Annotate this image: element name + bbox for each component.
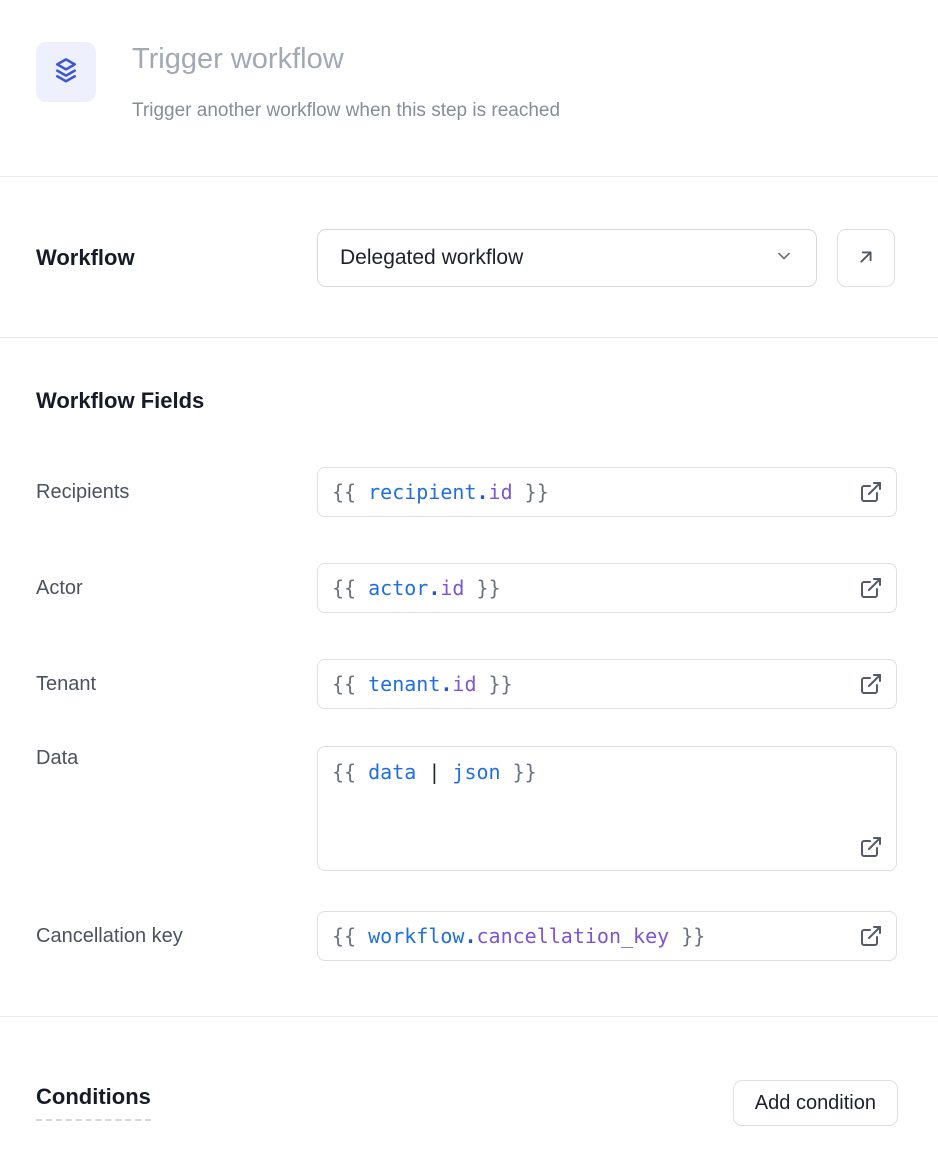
tenant-template-input[interactable]: {{ tenant.id }}	[317, 659, 897, 709]
workflow-select-section: Workflow Delegated workflow	[0, 177, 938, 338]
field-label: Tenant	[36, 673, 96, 695]
workflow-fields-heading: Workflow Fields	[36, 386, 897, 416]
field-label: Cancellation key	[36, 925, 183, 947]
external-link-icon[interactable]	[859, 672, 883, 696]
page-subtitle: Trigger another workflow when this step …	[132, 98, 560, 124]
code-token: tenant	[368, 672, 440, 696]
code-token: id	[440, 576, 464, 600]
layers-icon	[51, 55, 81, 90]
code-token: workflow	[368, 924, 464, 948]
code-token: json	[452, 760, 500, 784]
code-token: {{	[332, 924, 368, 948]
code-token: {{	[332, 760, 368, 784]
template-expression: {{ data | json }}	[332, 759, 537, 785]
field-label: Recipients	[36, 481, 129, 503]
code-token: }}	[464, 576, 500, 600]
add-condition-button[interactable]: Add condition	[733, 1080, 898, 1126]
code-token: .	[477, 480, 489, 504]
code-token: .	[464, 924, 476, 948]
field-row-recipients: Recipients {{ recipient.id }}	[36, 467, 897, 517]
workflow-select[interactable]: Delegated workflow	[317, 229, 817, 287]
template-expression: {{ actor.id }}	[332, 575, 501, 601]
external-link-icon[interactable]	[859, 576, 883, 600]
code-token: id	[452, 672, 476, 696]
workflow-label: Workflow	[36, 245, 135, 270]
open-workflow-button[interactable]	[837, 229, 895, 287]
cancellation-key-template-input[interactable]: {{ workflow.cancellation_key }}	[317, 911, 897, 961]
conditions-section: Conditions Add condition	[0, 1017, 938, 1126]
workflow-select-value: Delegated workflow	[340, 246, 523, 270]
code-token: }}	[477, 672, 513, 696]
code-token: cancellation_key	[477, 924, 670, 948]
field-row-data: Data {{ data | json }}	[36, 746, 897, 871]
external-link-icon[interactable]	[859, 924, 883, 948]
code-token: |	[416, 760, 452, 784]
actor-template-input[interactable]: {{ actor.id }}	[317, 563, 897, 613]
step-header-text: Trigger workflow Trigger another workflo…	[132, 42, 560, 124]
code-token: {{	[332, 480, 368, 504]
code-token: {{	[332, 576, 368, 600]
step-icon-box	[36, 42, 96, 102]
code-token: }}	[501, 760, 537, 784]
external-link-icon[interactable]	[859, 480, 883, 504]
field-label: Actor	[36, 577, 83, 599]
page-title[interactable]: Trigger workflow	[132, 42, 560, 76]
code-token: id	[489, 480, 513, 504]
code-token: }}	[669, 924, 705, 948]
chevron-down-icon	[774, 246, 794, 271]
step-header: Trigger workflow Trigger another workflo…	[0, 0, 938, 177]
template-expression: {{ tenant.id }}	[332, 671, 513, 697]
template-expression: {{ recipient.id }}	[332, 479, 549, 505]
code-token: actor	[368, 576, 428, 600]
external-link-icon[interactable]	[859, 835, 883, 859]
workflow-fields-section: Workflow Fields Recipients {{ recipient.…	[0, 338, 938, 1017]
field-row-cancellation-key: Cancellation key {{ workflow.cancellatio…	[36, 911, 897, 961]
code-token: .	[440, 672, 452, 696]
conditions-heading: Conditions	[36, 1080, 151, 1121]
code-token: .	[428, 576, 440, 600]
recipients-template-input[interactable]: {{ recipient.id }}	[317, 467, 897, 517]
code-token: recipient	[368, 480, 476, 504]
code-token: data	[368, 760, 416, 784]
template-expression: {{ workflow.cancellation_key }}	[332, 923, 705, 949]
field-label: Data	[36, 731, 78, 769]
data-template-input[interactable]: {{ data | json }}	[317, 746, 897, 871]
arrow-up-right-icon	[855, 246, 877, 271]
code-token: {{	[332, 672, 368, 696]
field-row-actor: Actor {{ actor.id }}	[36, 563, 897, 613]
field-row-tenant: Tenant {{ tenant.id }}	[36, 659, 897, 709]
code-token: }}	[513, 480, 549, 504]
